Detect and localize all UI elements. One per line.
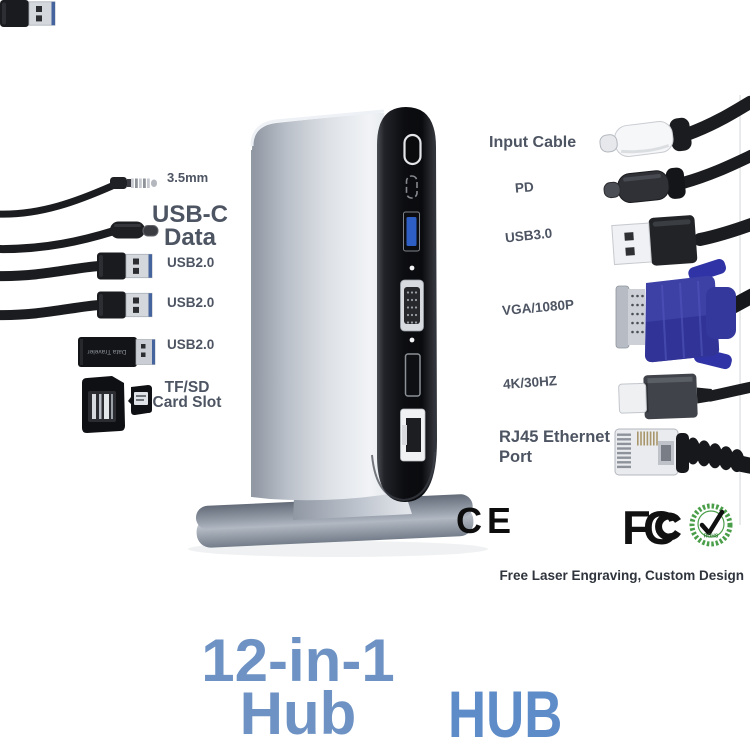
label-usbc-line1: USB-C <box>152 201 228 228</box>
svg-text:ROHS: ROHS <box>704 534 719 540</box>
vga-port <box>400 279 424 332</box>
audio-35mm-cable <box>0 177 157 218</box>
sd-card <box>82 376 125 433</box>
usb3-port <box>403 211 420 252</box>
rj45-cable <box>614 428 750 476</box>
usb-a-connector <box>0 0 56 27</box>
hdmi-port <box>404 353 421 397</box>
label-tf-sd: TF/SD Card Slot <box>138 379 236 411</box>
usb-c-host-port <box>403 133 422 166</box>
label-rj45-line2: Port <box>499 448 532 466</box>
tagline: Free Laser Engraving, Custom Design <box>499 568 744 583</box>
dock-ports <box>400 133 426 462</box>
label-usbc-data: USB-C Data <box>146 201 234 251</box>
product-title: 12-in-1 Hub <box>147 627 449 747</box>
hub-badge-text: HUB <box>448 677 563 750</box>
usb-c-pd-port <box>405 175 418 199</box>
check-icon <box>699 509 725 536</box>
label-rj45-line1: RJ45 Ethernet <box>499 428 610 446</box>
led-indicator-2 <box>409 337 415 343</box>
usb-c-data-cable <box>0 221 159 254</box>
label-tfsd-line2: Card Slot <box>152 394 222 411</box>
label-rj45-ethernet: RJ45 Ethernet Port <box>499 427 619 467</box>
usb2-cable-2 <box>0 291 153 321</box>
usb-flash-drive: Data Traveler <box>78 337 156 367</box>
rj45-port <box>400 408 426 462</box>
hdmi-cable <box>618 373 750 420</box>
label-usbc-line2: Data <box>163 224 217 251</box>
fcc-logo: F C <box>622 501 681 554</box>
input-cable <box>599 95 750 157</box>
led-indicator-1 <box>409 265 415 271</box>
product-title-line1: 12-in-1 <box>201 627 395 694</box>
label-usb20-3: USB2.0 <box>167 337 215 352</box>
svg-text:Data Traveler: Data Traveler <box>87 348 127 355</box>
ce-mark: CE <box>456 500 517 541</box>
usb3-cable <box>611 215 750 266</box>
rohs-badge: ROHS <box>689 503 733 547</box>
usb2-cable-1 <box>0 252 153 282</box>
label-input-cable: Input Cable <box>489 134 577 151</box>
label-usb20-2: USB2.0 <box>167 295 215 310</box>
laurel-wreath-icon <box>689 503 733 547</box>
label-pd: PD <box>514 179 535 196</box>
label-usb20-1: USB2.0 <box>167 255 215 270</box>
micro-sd-card <box>128 385 152 416</box>
pd-cable <box>603 149 750 204</box>
label-tfsd-line1: TF/SD <box>164 379 210 396</box>
vga-cable <box>615 259 750 370</box>
svg-text:F: F <box>622 501 651 554</box>
product-title-line2: Hub <box>239 680 357 747</box>
label-35mm: 3.5mm <box>167 170 209 185</box>
